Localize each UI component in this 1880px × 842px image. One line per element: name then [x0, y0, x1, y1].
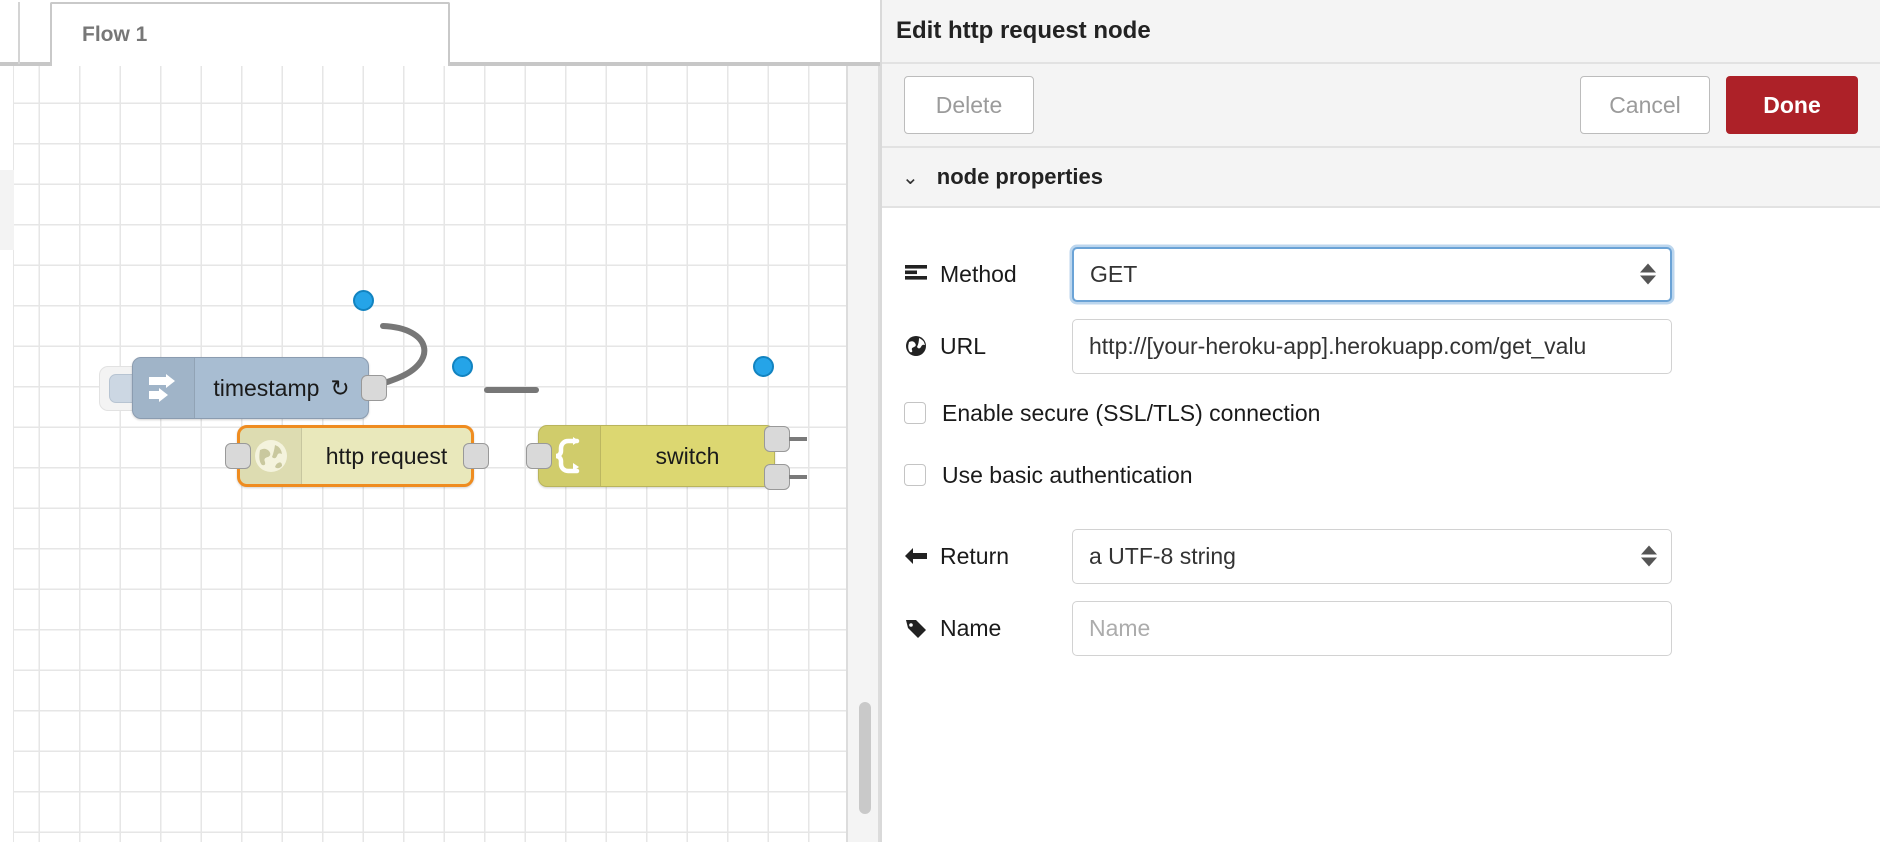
globe-icon — [240, 428, 302, 484]
inject-arrow-glyph — [148, 374, 175, 402]
switch-output-port-2[interactable] — [764, 464, 790, 490]
name-input[interactable]: Name — [1072, 600, 1672, 656]
tab-bar-left-edge — [18, 2, 20, 64]
node-properties-section-header[interactable]: ⌄ node properties — [882, 146, 1880, 208]
panel-title: Edit http request node — [882, 0, 1880, 62]
basic-auth-checkbox-label: Use basic authentication — [942, 461, 1193, 488]
globe-glyph — [254, 440, 287, 472]
url-row: URL http://[your-heroku-app].herokuapp.c… — [882, 310, 1880, 382]
name-label-text: Name — [940, 614, 1002, 641]
tag-icon — [904, 616, 928, 640]
switch-output-port-1[interactable] — [764, 426, 790, 452]
repeat-icon: ↻ — [330, 374, 350, 401]
inject-arrow-icon — [133, 358, 195, 418]
list-icon — [904, 262, 928, 286]
flow-tab-bar: Flow 1 — [0, 0, 880, 66]
return-select[interactable]: a UTF-8 string — [1072, 528, 1672, 584]
cancel-button[interactable]: Cancel — [1580, 76, 1710, 134]
tag-glyph — [906, 620, 926, 638]
method-label-text: Method — [940, 260, 1017, 287]
basic-auth-checkbox-row[interactable]: Use basic authentication — [882, 444, 1880, 506]
switch-branch-glyph — [555, 437, 579, 474]
globe-icon — [904, 334, 928, 358]
http-status-dot — [452, 356, 473, 377]
select-stepper-icon — [1640, 263, 1656, 285]
caret-down-icon-2 — [1641, 557, 1657, 567]
name-label: Name — [904, 615, 1072, 642]
http-input-port[interactable] — [225, 443, 251, 469]
ssl-checkbox-row[interactable]: Enable secure (SSL/TLS) connection — [882, 382, 1880, 444]
panel-action-bar: Delete Cancel Done — [882, 62, 1880, 146]
method-label: Method — [904, 261, 1072, 288]
arrow-left-icon — [904, 544, 928, 568]
node-timestamp[interactable]: timestamp ↻ — [132, 357, 369, 419]
caret-up-icon-2 — [1641, 545, 1657, 555]
delete-button[interactable]: Delete — [904, 76, 1034, 134]
node-properties-label: node properties — [936, 164, 1104, 189]
flow-editor-pane: Flow 1 timestamp ↻ — [0, 0, 880, 842]
node-properties-form: Method GET — [882, 208, 1880, 664]
return-select-value: a UTF-8 string — [1089, 542, 1236, 569]
return-label-text: Return — [940, 542, 1010, 569]
name-row: Name Name — [882, 592, 1880, 664]
edit-node-panel: Edit http request node Delete Cancel Don… — [880, 0, 1880, 842]
method-row: Method GET — [882, 238, 1880, 310]
method-select[interactable]: GET — [1072, 246, 1672, 302]
inject-output-port[interactable] — [361, 375, 387, 401]
switch-input-port[interactable] — [526, 443, 552, 469]
done-button[interactable]: Done — [1726, 76, 1858, 134]
basic-auth-checkbox[interactable] — [904, 464, 926, 486]
url-label: URL — [904, 333, 1072, 360]
node-switch-text: switch — [655, 442, 720, 469]
select-stepper-icon-2 — [1641, 545, 1657, 567]
chevron-down-icon: ⌄ — [902, 166, 919, 189]
tab-flow-1-label: Flow 1 — [82, 23, 148, 46]
url-input-value: http://[your-heroku-app].herokuapp.com/g… — [1089, 332, 1587, 359]
list-glyph — [905, 265, 927, 280]
switch-output-stub-1 — [789, 437, 807, 441]
switch-output-stub-2 — [789, 475, 807, 479]
node-switch-label: switch — [601, 443, 774, 470]
inject-status-dot — [353, 290, 374, 311]
return-label: Return — [904, 543, 1072, 570]
tab-flow-1[interactable]: Flow 1 — [50, 2, 450, 66]
canvas-vertical-scrollbar[interactable] — [846, 66, 880, 842]
name-input-placeholder: Name — [1089, 614, 1151, 641]
method-select-value: GET — [1090, 260, 1138, 287]
return-row: Return a UTF-8 string — [882, 520, 1880, 592]
http-output-port[interactable] — [463, 443, 489, 469]
ssl-checkbox-label: Enable secure (SSL/TLS) connection — [942, 399, 1321, 426]
flow-canvas[interactable]: timestamp ↻ http request — [0, 66, 880, 842]
url-input[interactable]: http://[your-heroku-app].herokuapp.com/g… — [1072, 318, 1672, 374]
ssl-checkbox[interactable] — [904, 402, 926, 424]
node-http-request-label: http request — [302, 443, 471, 470]
node-http-request[interactable]: http request — [237, 425, 474, 487]
switch-status-dot — [753, 356, 774, 377]
node-switch[interactable]: switch — [538, 425, 775, 487]
globe-glyph — [906, 336, 926, 356]
caret-up-icon — [1640, 263, 1656, 273]
node-timestamp-label: timestamp ↻ — [195, 375, 368, 402]
caret-down-icon — [1640, 275, 1656, 285]
canvas-scrollbar-thumb[interactable] — [859, 702, 871, 814]
arrow-left-glyph — [905, 548, 927, 564]
node-http-request-text: http request — [325, 442, 448, 469]
url-label-text: URL — [940, 332, 987, 359]
canvas-left-gutter — [0, 66, 14, 842]
node-timestamp-text: timestamp — [213, 374, 320, 401]
